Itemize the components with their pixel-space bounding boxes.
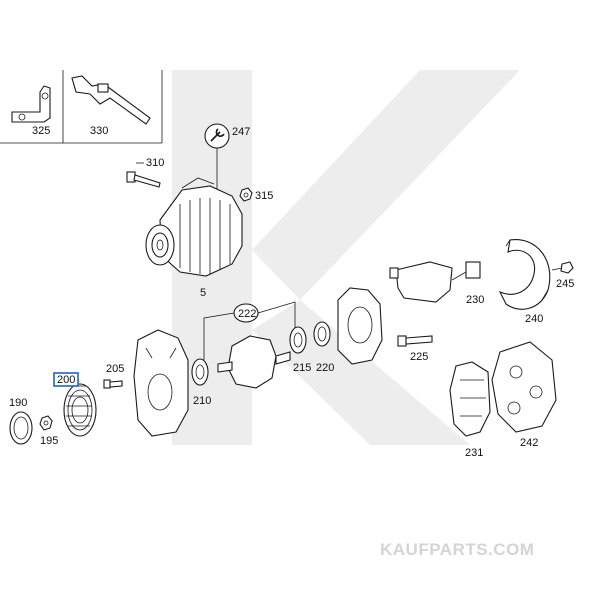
callout-245[interactable]: 245 (556, 278, 574, 290)
ring-part-220[interactable] (313, 321, 331, 347)
callout-220[interactable]: 220 (316, 362, 334, 374)
highlight-box-200[interactable] (53, 372, 79, 387)
wrench-marker[interactable] (204, 123, 230, 190)
callout-205[interactable]: 205 (106, 363, 124, 375)
alternator-assembly[interactable] (145, 177, 243, 277)
callout-240[interactable]: 240 (525, 313, 543, 325)
watermark-text: KAUFPARTS.COM (380, 540, 534, 559)
callout-210[interactable]: 210 (193, 395, 211, 407)
cap-part-190[interactable] (9, 411, 33, 445)
rectifier-part-242[interactable] (491, 341, 557, 433)
callout-195[interactable]: 195 (40, 435, 58, 447)
callout-230[interactable]: 230 (466, 294, 484, 306)
group-222-marker[interactable] (203, 301, 296, 360)
regulator-part-231[interactable] (449, 361, 491, 437)
regulator-connector-230[interactable] (389, 261, 481, 303)
callout-310[interactable]: 310 (146, 157, 164, 169)
cable-clip-part[interactable] (71, 75, 151, 125)
bearing-part-215[interactable] (289, 326, 307, 354)
callout-225[interactable]: 225 (410, 351, 428, 363)
bolt-part-310[interactable] (126, 162, 161, 188)
callout-200[interactable]: 200 (57, 374, 75, 386)
screw-part-245[interactable] (551, 261, 574, 274)
callout-315[interactable]: 315 (255, 190, 273, 202)
nut-part-195[interactable] (39, 415, 53, 431)
callout-330[interactable]: 330 (90, 125, 108, 137)
bearing-part-210[interactable] (191, 358, 209, 386)
callout-222[interactable]: 222 (238, 308, 256, 320)
callout-325[interactable]: 325 (32, 125, 50, 137)
rear-cover-240[interactable] (498, 239, 551, 310)
callout-215[interactable]: 215 (293, 362, 311, 374)
wrench-icon (210, 128, 225, 142)
stator-part[interactable] (337, 287, 383, 365)
callout-5[interactable]: 5 (200, 287, 206, 299)
inset-frame (0, 70, 163, 144)
front-housing-part[interactable] (133, 329, 189, 437)
callout-190[interactable]: 190 (9, 397, 27, 409)
callout-242[interactable]: 242 (520, 437, 538, 449)
callout-231[interactable]: 231 (465, 447, 483, 459)
bolt-part-225[interactable] (397, 335, 433, 347)
callout-247[interactable]: 247 (232, 126, 250, 138)
bracket-part[interactable] (11, 85, 51, 123)
rotor-part[interactable] (217, 335, 291, 389)
nut-part-315[interactable] (239, 187, 253, 202)
bolt-part-205[interactable] (103, 379, 123, 389)
pulley-part-200[interactable] (63, 383, 97, 437)
